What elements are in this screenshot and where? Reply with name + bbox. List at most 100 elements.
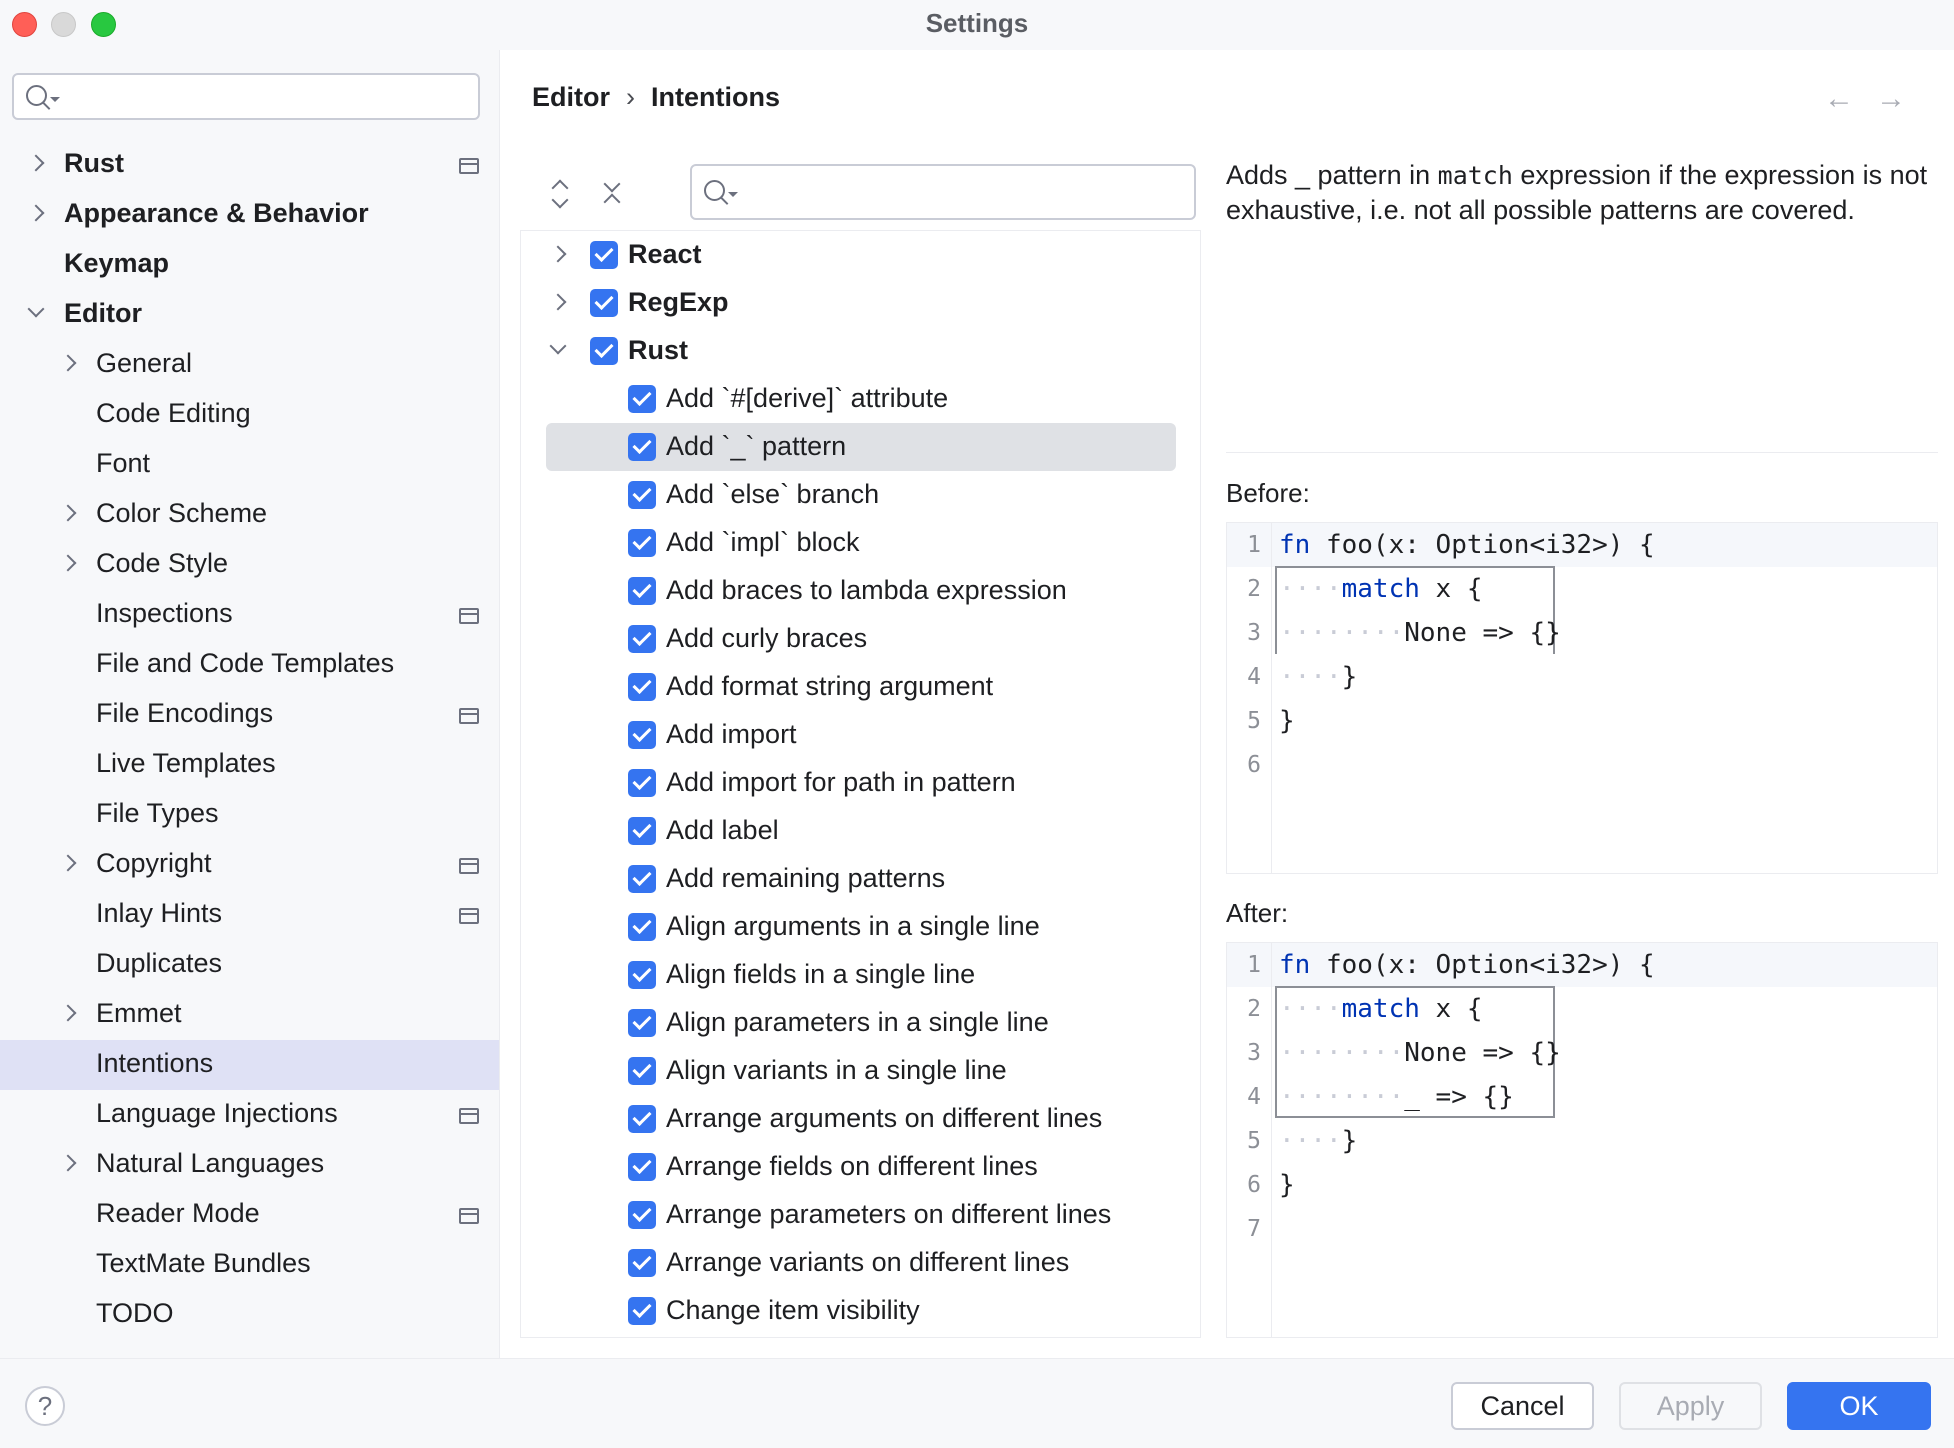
intention-checkbox[interactable]: [628, 1057, 656, 1085]
intention-item[interactable]: Align fields in a single line: [546, 951, 1176, 999]
chevron-right-icon[interactable]: [549, 245, 567, 263]
intention-checkbox[interactable]: [628, 817, 656, 845]
sidebar-item-code-style[interactable]: Code Style: [0, 540, 499, 590]
chevron-right-icon[interactable]: [59, 1154, 77, 1172]
intention-group-rust[interactable]: Rust: [546, 327, 1176, 375]
intention-checkbox[interactable]: [628, 1201, 656, 1229]
help-button[interactable]: ?: [25, 1386, 65, 1426]
chevron-right-icon[interactable]: [59, 354, 77, 372]
minimize-window-button[interactable]: [51, 12, 76, 37]
breadcrumb-editor[interactable]: Editor: [532, 82, 610, 112]
intention-item[interactable]: Add import for path in pattern: [546, 759, 1176, 807]
intention-group-regexp[interactable]: RegExp: [546, 279, 1176, 327]
intention-item[interactable]: Align variants in a single line: [546, 1047, 1176, 1095]
sidebar-item-language-injections[interactable]: Language Injections: [0, 1090, 499, 1140]
intention-item[interactable]: Add format string argument: [546, 663, 1176, 711]
intentions-search-input[interactable]: [690, 164, 1196, 220]
chevron-down-icon[interactable]: [549, 337, 567, 355]
sidebar-item-file-types[interactable]: File Types: [0, 790, 499, 840]
intention-checkbox[interactable]: [628, 913, 656, 941]
intention-item[interactable]: Add `impl` block: [546, 519, 1176, 567]
intention-checkbox[interactable]: [628, 433, 656, 461]
sidebar-item-inspections[interactable]: Inspections: [0, 590, 499, 640]
intention-checkbox[interactable]: [628, 769, 656, 797]
intention-item[interactable]: Arrange fields on different lines: [546, 1143, 1176, 1191]
intention-item[interactable]: Add import: [546, 711, 1176, 759]
intention-item[interactable]: Add curly braces: [546, 615, 1176, 663]
intention-checkbox[interactable]: [628, 1249, 656, 1277]
chevron-right-icon[interactable]: [27, 204, 45, 222]
intention-checkbox[interactable]: [628, 625, 656, 653]
chevron-right-icon[interactable]: [549, 293, 567, 311]
intention-item[interactable]: Align parameters in a single line: [546, 999, 1176, 1047]
intention-checkbox[interactable]: [628, 1297, 656, 1325]
sidebar-item-code-editing[interactable]: Code Editing: [0, 390, 499, 440]
intention-group-react[interactable]: React: [546, 231, 1176, 279]
intention-item[interactable]: Arrange variants on different lines: [546, 1239, 1176, 1287]
chevron-right-icon[interactable]: [59, 854, 77, 872]
sidebar-item-font[interactable]: Font: [0, 440, 499, 490]
sidebar-item-todo[interactable]: TODO: [0, 1290, 499, 1340]
intention-item[interactable]: Add remaining patterns: [546, 855, 1176, 903]
intention-item[interactable]: Add braces to lambda expression: [546, 567, 1176, 615]
intention-item[interactable]: Add `_` pattern: [546, 423, 1176, 471]
intention-checkbox[interactable]: [628, 577, 656, 605]
intention-checkbox[interactable]: [628, 481, 656, 509]
intention-checkbox[interactable]: [628, 865, 656, 893]
intention-item[interactable]: Arrange parameters on different lines: [546, 1191, 1176, 1239]
sidebar-item-intentions[interactable]: Intentions: [0, 1040, 499, 1090]
intention-checkbox[interactable]: [628, 529, 656, 557]
sidebar-item-reader-mode[interactable]: Reader Mode: [0, 1190, 499, 1240]
sidebar-item-live-templates[interactable]: Live Templates: [0, 740, 499, 790]
ok-button[interactable]: OK: [1787, 1382, 1931, 1430]
sidebar-item-duplicates[interactable]: Duplicates: [0, 940, 499, 990]
intention-checkbox[interactable]: [628, 1009, 656, 1037]
sidebar-item-color-scheme[interactable]: Color Scheme: [0, 490, 499, 540]
intention-item[interactable]: Align arguments in a single line: [546, 903, 1176, 951]
chevron-right-icon[interactable]: [59, 554, 77, 572]
sidebar-item-keymap[interactable]: Keymap: [0, 240, 499, 290]
sidebar-item-file-encodings[interactable]: File Encodings: [0, 690, 499, 740]
close-window-button[interactable]: [12, 12, 37, 37]
intention-checkbox[interactable]: [628, 385, 656, 413]
maximize-window-button[interactable]: [91, 12, 116, 37]
back-arrow-icon[interactable]: ←: [1824, 82, 1854, 115]
sidebar-item-copyright[interactable]: Copyright: [0, 840, 499, 890]
intention-checkbox[interactable]: [628, 721, 656, 749]
chevron-right-icon[interactable]: [59, 1004, 77, 1022]
group-checkbox[interactable]: [590, 289, 618, 317]
sidebar-item-textmate-bundles[interactable]: TextMate Bundles: [0, 1240, 499, 1290]
breadcrumb-intentions: Intentions: [651, 82, 780, 112]
sidebar-item-natural-languages[interactable]: Natural Languages: [0, 1140, 499, 1190]
sidebar-item-appearance-behavior[interactable]: Appearance & Behavior: [0, 190, 499, 240]
apply-button[interactable]: Apply: [1619, 1382, 1762, 1430]
sidebar-item-general[interactable]: General: [0, 340, 499, 390]
sidebar-item-editor[interactable]: Editor: [0, 290, 499, 340]
sidebar-item-inlay-hints[interactable]: Inlay Hints: [0, 890, 499, 940]
intention-checkbox[interactable]: [628, 1105, 656, 1133]
intention-checkbox[interactable]: [628, 1153, 656, 1181]
chevron-right-icon[interactable]: [27, 154, 45, 172]
chevron-down-icon[interactable]: [27, 300, 45, 318]
collapse-all-button[interactable]: [600, 175, 624, 211]
line-number: 6: [1247, 1172, 1261, 1198]
chevron-right-icon[interactable]: [59, 504, 77, 522]
expand-down-icon: [551, 191, 569, 209]
intention-item[interactable]: Add label: [546, 807, 1176, 855]
sidebar-item-label: Natural Languages: [96, 1148, 325, 1178]
sidebar-item-rust[interactable]: Rust: [0, 140, 499, 190]
expand-all-button[interactable]: [548, 176, 572, 209]
intention-item[interactable]: Change item visibility: [546, 1287, 1176, 1335]
intention-item[interactable]: Add `else` branch: [546, 471, 1176, 519]
settings-search-input[interactable]: [12, 73, 480, 120]
sidebar-item-file-and-code-templates[interactable]: File and Code Templates: [0, 640, 499, 690]
cancel-button[interactable]: Cancel: [1451, 1382, 1594, 1430]
intention-checkbox[interactable]: [628, 673, 656, 701]
forward-arrow-icon[interactable]: →: [1876, 82, 1906, 115]
group-checkbox[interactable]: [590, 337, 618, 365]
intention-item[interactable]: Add `#[derive]` attribute: [546, 375, 1176, 423]
intention-item[interactable]: Arrange arguments on different lines: [546, 1095, 1176, 1143]
sidebar-item-emmet[interactable]: Emmet: [0, 990, 499, 1040]
intention-checkbox[interactable]: [628, 961, 656, 989]
group-checkbox[interactable]: [590, 241, 618, 269]
